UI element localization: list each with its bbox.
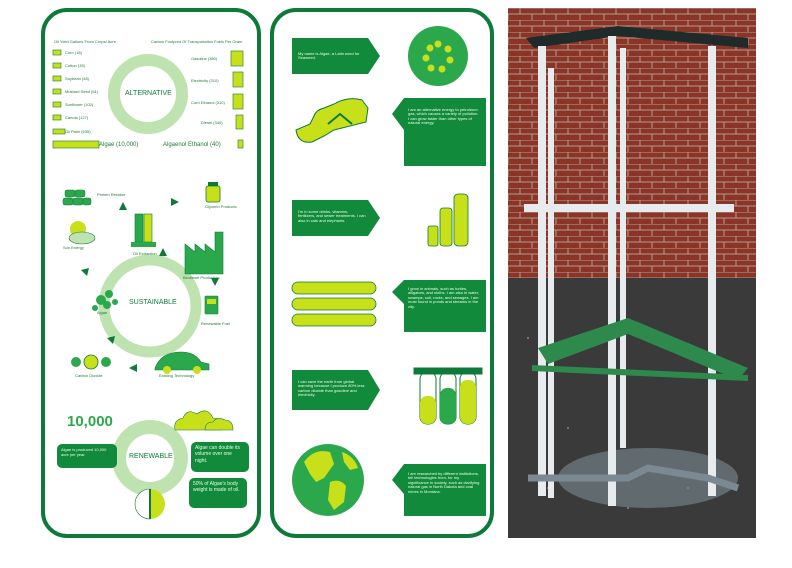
oil-extraction-label: Oil Extraction <box>133 251 157 256</box>
algaenol-label: Algaenol Ethanol (40) <box>163 142 221 148</box>
fuel-label: Gasoline (350) <box>191 56 218 61</box>
protein-residue-label: Protein Residue <box>97 192 126 197</box>
sustainable-label: SUSTAINABLE <box>129 299 177 306</box>
glycerin-label: Glycerin Products <box>205 204 237 209</box>
renewable-fuel-label: Renewable Fuel <box>201 321 230 326</box>
crop-label: Cotton (35) <box>65 63 86 68</box>
note-oil-weight: 50% of Algae's body weight is made of oi… <box>189 478 247 508</box>
algae-label: Algae <box>97 310 108 315</box>
renewable-graphic <box>112 410 234 520</box>
carbon-footprint-title: Carbon Footprint Of Transportation Fuels… <box>151 39 243 44</box>
crop-label: Oil Palm (635) <box>65 129 91 134</box>
carbon-dioxide-label: Carbon Dioxide <box>75 373 103 378</box>
fuel-label: Corn Ethanol (310) <box>191 100 225 105</box>
fuel-label: Electricity (310) <box>191 78 219 83</box>
fact-text: I'm in some drinks, vitamins, fertilizer… <box>298 209 366 223</box>
big-number: 10,000 <box>67 413 113 430</box>
sun-energy-label: Sun Energy <box>63 245 84 250</box>
pipe-sculpture-photo <box>508 8 756 538</box>
crop-yield-title: Oil Yield Gallons From Crops/ Acre <box>54 39 116 44</box>
photo-illustration <box>508 8 756 538</box>
note-double-volume: Algae can double its volume over one nig… <box>191 442 249 472</box>
alternative-label: ALTERNATIVE <box>125 90 172 97</box>
fuel-label: Diesel (340) <box>201 120 223 125</box>
crop-label: Sunflower (102) <box>65 102 94 107</box>
fact-text: I grow in animals, such as turtles, alli… <box>408 286 479 309</box>
algae-yield-label: Algae (10,000) <box>99 142 139 148</box>
fact-text: I can save the earth from global warming… <box>298 379 365 398</box>
fact-text: I am an alternative energy to petroleum … <box>408 107 479 126</box>
alternative-graphic <box>52 49 244 149</box>
infographic-panel-middle: My name is Algae, a Latin word for Seawe… <box>270 8 494 538</box>
crop-label: Mustard Seed (61) <box>65 89 99 94</box>
sustainable-cycle-graphic <box>62 182 224 374</box>
renewable-label: RENEWABLE <box>129 453 173 460</box>
crop-label: Soybean (48) <box>65 76 90 81</box>
algae-facts-graphic <box>291 26 486 516</box>
biodiesel-label: Biodiesel Production <box>183 275 220 280</box>
fact-text: I am researched by different institution… <box>408 471 480 494</box>
note-acre-per-year: Algae is produced 10,000 acre per year. <box>57 444 117 468</box>
fact-text: My name is Algae, a Latin word for Seawe… <box>298 51 360 61</box>
crop-label: Canola (127) <box>65 115 89 120</box>
infographic-panel-left: Oil Yield Gallons From Crops/ Acre Carbo… <box>41 8 261 538</box>
crop-label: Corn (18) <box>65 50 82 55</box>
existing-technology-label: Existing Technology <box>159 373 195 378</box>
